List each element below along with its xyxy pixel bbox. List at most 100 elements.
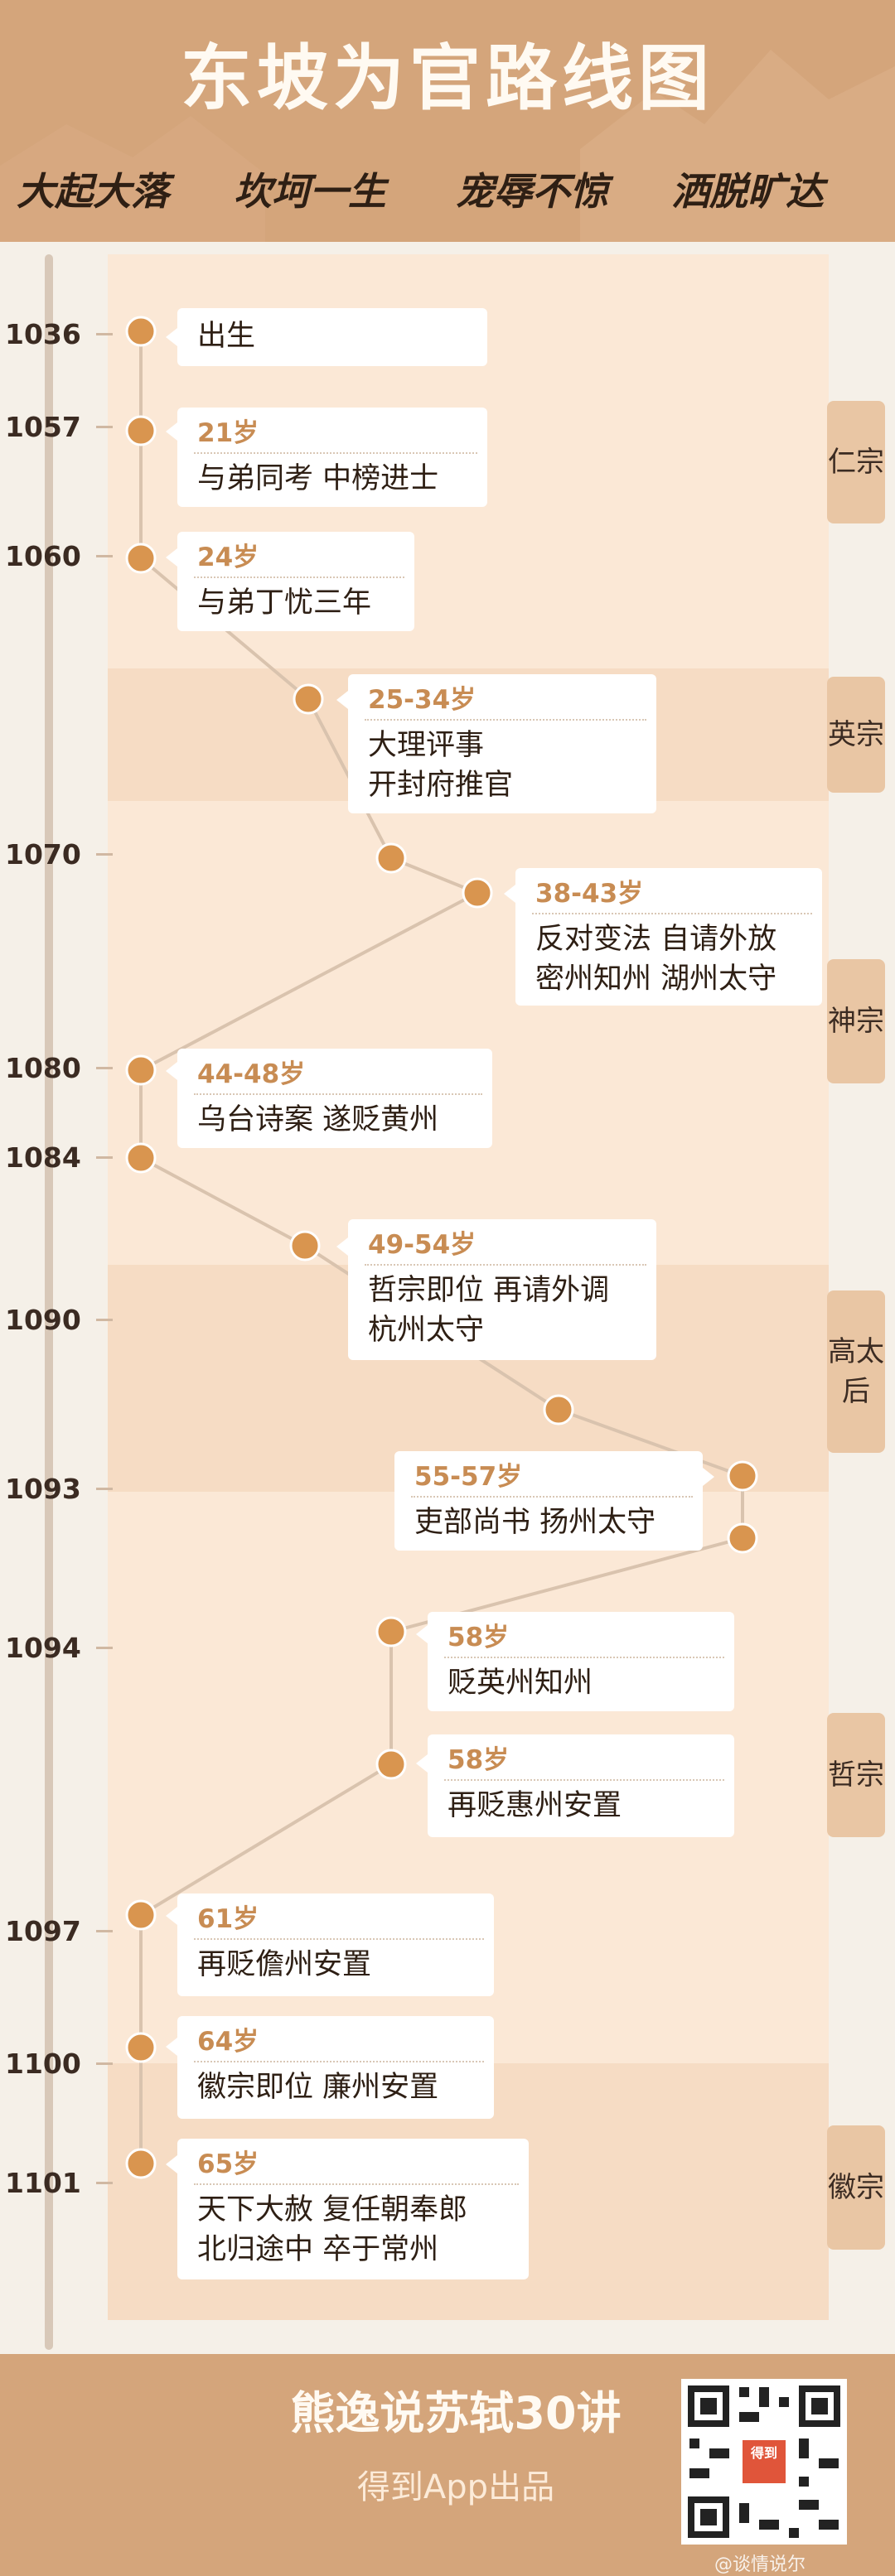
mountain-shape: [0, 116, 265, 242]
qr-code[interactable]: 得到: [681, 2379, 847, 2545]
qr-finder-core: [700, 2398, 717, 2414]
watermark: @谈情说尔: [714, 2554, 806, 2575]
timeline-node: [543, 1394, 574, 1425]
event-text: 北归途中 卒于常州: [197, 2233, 439, 2266]
timeline-node: [293, 683, 324, 715]
qr-finder-core: [811, 2398, 828, 2414]
timeline-node: [125, 1054, 157, 1086]
year-label: 1101: [5, 2167, 81, 2199]
event-age: 55-57岁: [414, 1462, 523, 1492]
timeline-node: [462, 877, 493, 909]
timeline-node: [727, 1460, 758, 1492]
qr-module: [819, 2458, 839, 2468]
emperor-tab-gaotaihou: 高太后: [827, 1290, 885, 1453]
emperor-label: 神宗: [828, 1005, 884, 1038]
event-card-yingzhou: 58岁 贬英州知州: [416, 1612, 734, 1711]
event-card-1060: 24岁 与弟丁忧三年: [166, 532, 414, 631]
event-card-mizhou: 38-43岁 反对变法 自请外放 密州知州 湖州太守: [504, 868, 822, 1006]
card-pointer: [336, 1237, 348, 1256]
event-text: 与弟丁忧三年: [197, 586, 372, 620]
card-divider: [444, 1657, 724, 1658]
event-card-yangzhou: 55-57岁 吏部尚书 扬州太守: [394, 1451, 714, 1551]
event-text: 贬英州知州: [448, 1667, 593, 1700]
publisher-label: 得到App出品: [356, 2468, 555, 2506]
event-text: 徽宗即位 廉州安置: [197, 2071, 439, 2104]
qr-module: [759, 2387, 769, 2407]
year-label: 1036: [5, 318, 81, 350]
card-pointer: [504, 885, 515, 903]
year-tick: [96, 2182, 113, 2184]
event-age: 25-34岁: [368, 685, 477, 715]
emperor-tab-yingzong: 英宗: [827, 677, 885, 793]
event-card-kaifeng: 25-34岁 大理评事 开封府推官: [336, 674, 656, 813]
year-label: 1084: [5, 1141, 81, 1174]
mountain-decoration: [0, 50, 895, 242]
event-text: 出生: [197, 320, 256, 353]
event-card-1057: 21岁 与弟同考 中榜进士: [166, 408, 487, 507]
emperor-tab-zhezong: 哲宗: [827, 1713, 885, 1837]
year-label: 1057: [5, 411, 81, 443]
card-pointer: [166, 422, 177, 441]
event-text: 再贬儋州安置: [197, 1948, 372, 1981]
event-card-hangzhou: 49-54岁 哲宗即位 再请外调 杭州太守: [336, 1219, 656, 1360]
year-tick: [96, 333, 113, 335]
year-tick: [96, 1647, 113, 1649]
event-card-birth: 出生: [166, 308, 487, 366]
emperor-label: 徽宗: [828, 2171, 884, 2204]
qr-module: [779, 2397, 789, 2407]
event-text: 天下大赦 复任朝奉郎: [197, 2193, 468, 2226]
header: 东坡为官路线图 大起大落 坎坷一生 宠辱不惊 洒脱旷达: [0, 0, 895, 242]
qr-module: [709, 2448, 729, 2458]
card-divider: [194, 2061, 484, 2062]
subtitle-phrase: 大起大落: [17, 169, 169, 214]
event-age: 65岁: [197, 2149, 259, 2179]
card-pointer: [416, 1754, 428, 1773]
timeline-node: [125, 415, 157, 446]
card-divider: [194, 2183, 519, 2185]
timeline-node: [125, 2148, 157, 2179]
timeline-node: [727, 1522, 758, 1554]
card-pointer: [416, 1625, 428, 1643]
event-age: 24岁: [197, 543, 259, 572]
event-age: 58岁: [448, 1745, 510, 1775]
event-card-lianzhou: 64岁 徽宗即位 廉州安置: [166, 2016, 494, 2119]
subtitle-row: 大起大落 坎坷一生 宠辱不惊 洒脱旷达: [17, 162, 878, 220]
emperor-label: 仁宗: [828, 446, 884, 479]
event-text: 再贬惠州安置: [448, 1789, 622, 1822]
emperor-label: 哲宗: [828, 1758, 884, 1792]
event-text: 杭州太守: [368, 1314, 485, 1347]
event-card-wutai: 44-48岁 乌台诗案 遂贬黄州: [166, 1049, 492, 1148]
event-age: 44-48岁: [197, 1059, 306, 1089]
event-age: 64岁: [197, 2027, 259, 2057]
year-label: 1080: [5, 1052, 81, 1084]
emperor-label: 英宗: [828, 718, 884, 751]
event-card-huizhou: 58岁 再贬惠州安置: [416, 1734, 734, 1837]
event-card-changzhou: 65岁 天下大赦 复任朝奉郎 北归途中 卒于常州: [166, 2139, 529, 2279]
course-title: 熊逸说苏轼30讲: [290, 2387, 622, 2439]
qr-module: [759, 2520, 779, 2530]
timeline-node: [375, 1749, 407, 1780]
event-age: 49-54岁: [368, 1230, 477, 1260]
qr-pattern: [688, 2385, 840, 2538]
timeline-node: [125, 316, 157, 347]
qr-module: [799, 2477, 809, 2487]
event-age: 21岁: [197, 418, 259, 448]
year-tick: [96, 555, 113, 557]
year-tick: [96, 1156, 113, 1159]
year-label: 1097: [5, 1915, 81, 1947]
year-label: 1090: [5, 1304, 81, 1336]
qr-module: [689, 2439, 699, 2448]
footer: 熊逸说苏轼30讲 得到App出品: [0, 2354, 895, 2576]
emperor-tab-huizong: 徽宗: [827, 2125, 885, 2250]
event-text: 乌台诗案 遂贬黄州: [197, 1103, 439, 1136]
card-pointer: [166, 2155, 177, 2173]
timeline-node: [125, 1899, 157, 1931]
year-label: 1070: [5, 838, 81, 871]
year-tick: [96, 2062, 113, 2065]
event-text: 反对变法 自请外放: [535, 923, 777, 956]
qr-module: [739, 2503, 749, 2523]
card-divider: [365, 1264, 646, 1266]
qr-finder-core: [700, 2509, 717, 2525]
event-text: 吏部尚书 扬州太守: [414, 1506, 656, 1539]
year-tick: [96, 1067, 113, 1069]
